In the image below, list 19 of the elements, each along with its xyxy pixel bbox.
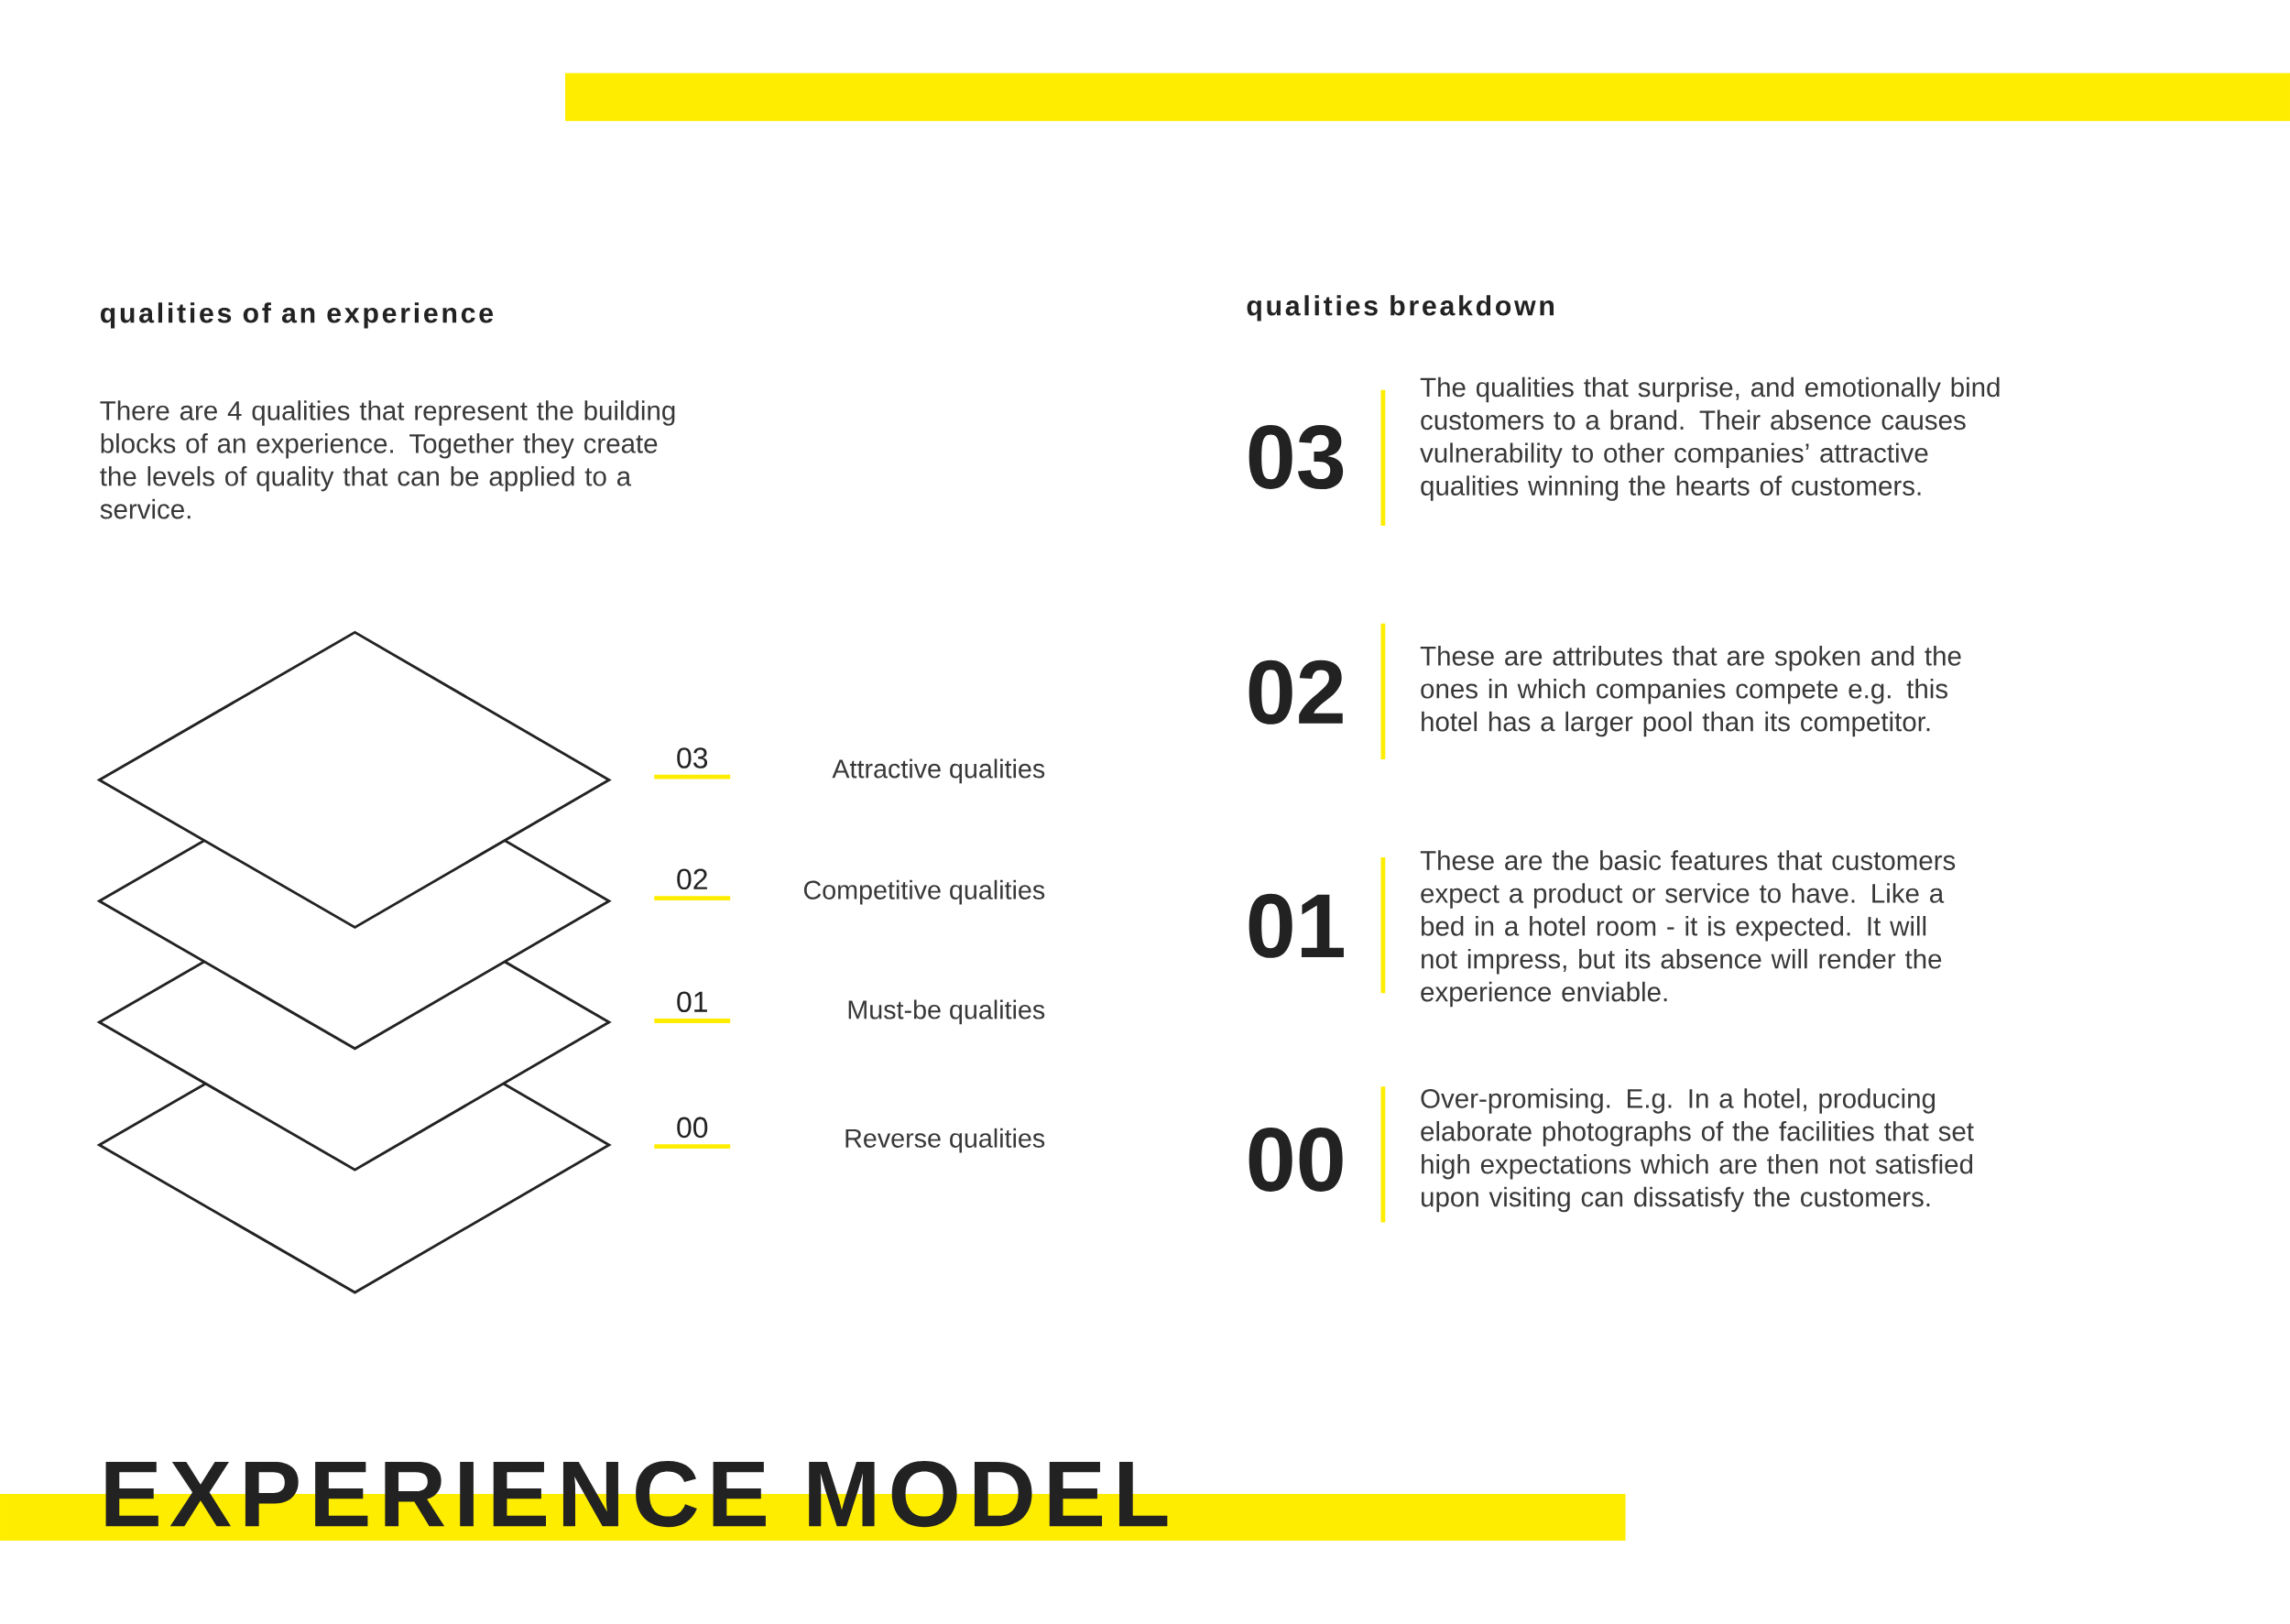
section-heading: qualities of an experience (101, 302, 494, 329)
big-number: 02 (1249, 659, 1343, 725)
description: These are the basic features that customers expect a product or service to have. Like a bed in a hotel room - it is expected. It will not impress, but its absence will render the experience enviable. (1420, 850, 1956, 1008)
quality-label: Competitive qualities (803, 879, 1045, 905)
big-number: 00 (1249, 1128, 1343, 1192)
big-number: 01 (1249, 893, 1344, 958)
quality-label: Reverse qualities (845, 1128, 1045, 1153)
level-number: 03 (677, 747, 708, 768)
intro-paragraph: There are 4 qualities that represent the building blocks of an experience. Together they create the levels of quality that can be applied to a service. (100, 400, 675, 519)
big-number: 03 (1249, 425, 1344, 490)
description: The qualities that surprise, and emotionally bind customers to a brand. Their absence causes vulnerability to other companies’ attractive qualities winning the hearts of customers. (1420, 376, 2000, 501)
section-heading: qualities breakdown (1247, 295, 1554, 322)
level-number: 00 (677, 1117, 708, 1139)
quality-label: Attractive qualities (832, 758, 1045, 784)
description: These are attributes that are spoken and the ones in which companies compete e.g. this hotel has a larger pool than its competitor. (1420, 646, 1961, 737)
description: Over-promising. E.g. In a hotel, producing elaborate photographs of the facilities that set high expectations which are then not satisfied upon visiting can dissatisfy the customers. (1421, 1088, 1974, 1213)
level-number: 01 (677, 991, 707, 1013)
level-number: 02 (677, 868, 707, 890)
quality-label: Must-be qualities (848, 999, 1045, 1025)
